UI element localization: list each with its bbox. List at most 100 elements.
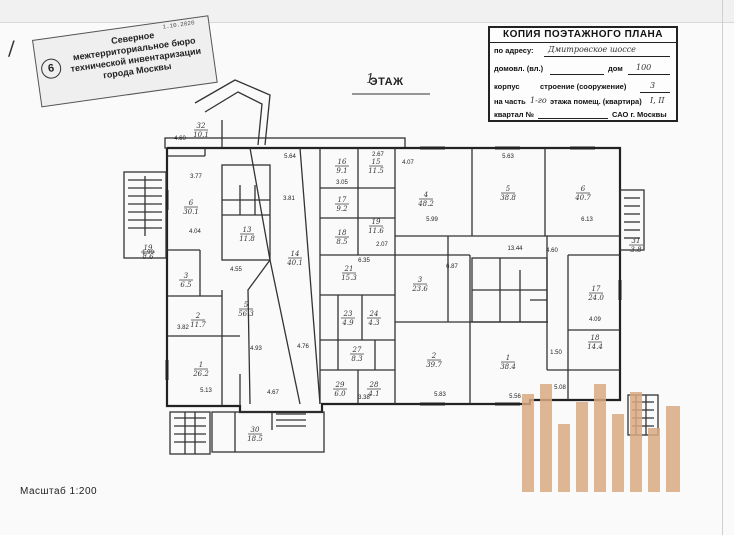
dimension-labels: 3.774.044.555.643.814.764.934.675.133.82…	[142, 136, 601, 401]
dimension-label: 5.99	[426, 217, 438, 223]
room-number: 13	[243, 226, 252, 234]
room-area: 11.7	[190, 321, 206, 329]
room-area: 11.5	[368, 167, 384, 175]
room-number: 3	[184, 272, 189, 280]
dimension-label: 4.04	[189, 229, 201, 235]
dimension-label: 2.07	[376, 242, 388, 248]
room-area: 39.7	[426, 361, 442, 369]
dimension-label: 6.13	[581, 217, 593, 223]
room-area: 30.1	[183, 208, 199, 216]
room-area: 38.8	[500, 194, 516, 202]
room-number: 18	[338, 229, 347, 237]
room-area: 40.1	[286, 259, 303, 267]
room-number: 27	[352, 346, 362, 354]
room-area: 9.2	[336, 205, 348, 213]
room-number: 28	[369, 381, 379, 389]
dimension-label: 2.67	[372, 152, 384, 158]
room-area: 4.3	[367, 319, 380, 327]
room-number: 24	[369, 310, 379, 318]
chast-label: на часть	[494, 97, 526, 106]
dimension-label: 4.67	[267, 390, 279, 396]
dom-value: 100	[636, 63, 652, 72]
room-number: 14	[291, 250, 300, 258]
watermark-bar	[594, 384, 606, 492]
dimension-label: 4.76	[297, 344, 309, 350]
dimension-label: 3.38	[358, 395, 370, 401]
watermark-bar	[576, 402, 588, 492]
watermark-bar	[648, 428, 660, 492]
plan-title-box: КОПИЯ ПОЭТАЖНОГО ПЛАНА по адресу: Дмитро…	[488, 26, 678, 122]
room-number: 23	[343, 310, 353, 318]
title-box-header: КОПИЯ ПОЭТАЖНОГО ПЛАНА	[490, 28, 676, 43]
stroenie-value: 3	[650, 81, 656, 90]
watermark-bar	[612, 414, 624, 492]
dimension-label: 4.07	[402, 160, 414, 166]
room-number: 32	[197, 122, 206, 130]
room-number: 29	[335, 381, 345, 389]
dom-label: дом	[608, 64, 623, 73]
handwritten-mark: /	[8, 36, 15, 60]
room-area: 6.0	[334, 390, 346, 398]
room-number: 5	[506, 185, 511, 193]
room-area: 48.2	[417, 200, 434, 208]
dimension-label: 4.55	[230, 267, 242, 273]
room-number: 30	[251, 426, 260, 434]
dimension-label: 5.56	[509, 394, 521, 400]
room-number: 19	[372, 218, 381, 226]
watermark-bar	[540, 384, 552, 492]
room-number: 19	[144, 244, 153, 252]
watermark-logo	[522, 384, 680, 492]
room-number: 5	[244, 301, 249, 309]
room-area: 56.3	[238, 310, 254, 318]
dimension-label: 5.08	[554, 385, 566, 391]
floor-number: 1	[366, 72, 375, 87]
room-area: 10.1	[193, 131, 209, 139]
korpus-label: корпус	[494, 82, 520, 91]
room-number: 2	[431, 352, 437, 360]
room-area: 8.3	[351, 355, 363, 363]
kvartal-label: квартал №	[494, 110, 534, 119]
room-number: 18	[591, 334, 600, 342]
scale-label: Масштаб 1:200	[20, 486, 98, 497]
dimension-label: 5.83	[434, 392, 446, 398]
address-label: по адресу:	[494, 46, 534, 55]
room-area: 9.1	[336, 167, 347, 175]
room-number: 6	[581, 185, 586, 193]
dimension-label: 6.87	[446, 264, 458, 270]
room-area: 4.9	[341, 319, 354, 327]
room-number: 3	[418, 276, 423, 284]
room-number: 17	[592, 285, 601, 293]
room-area: 6.5	[180, 281, 192, 289]
dimension-label: 5.13	[200, 388, 212, 394]
dimension-label: 3.05	[336, 180, 348, 186]
watermark-bar	[558, 424, 570, 492]
dimension-label: 4.60	[174, 136, 186, 142]
room-area: 15.3	[341, 274, 357, 282]
room-number: 21	[344, 265, 354, 273]
dimension-label: 13.44	[507, 246, 523, 252]
room-area: 8.6	[142, 253, 154, 261]
pomesch-value: I, II	[650, 96, 665, 105]
dimension-label: 4.93	[250, 346, 262, 352]
pomesch-label: этажа помещ. (квартира)	[550, 97, 642, 106]
watermark-bar	[630, 392, 642, 492]
room-number: 2	[195, 312, 201, 320]
room-number: 6	[189, 199, 194, 207]
room-number: 1	[199, 361, 203, 369]
stroenie-label: строение (сооружение)	[540, 82, 627, 91]
watermark-bar	[666, 406, 680, 492]
room-number: 16	[338, 158, 347, 166]
room-labels: 630.136.5211.7126.2556.31440.11311.8169.…	[141, 122, 643, 443]
watermark-bar	[522, 394, 534, 492]
dimension-label: 4.09	[589, 317, 601, 323]
dimension-label: 1.50	[550, 350, 562, 356]
domovl-label: домовл. (вл.)	[494, 64, 544, 73]
room-area: 18.5	[247, 435, 263, 443]
dimension-label: 3.77	[190, 174, 202, 180]
dimension-label: 4.60	[546, 248, 558, 254]
okrug-label: САО г. Москвы	[612, 110, 667, 119]
dimension-label: 3.81	[283, 196, 295, 202]
room-area: 4.1	[367, 390, 379, 398]
room-area: 14.4	[587, 343, 603, 351]
